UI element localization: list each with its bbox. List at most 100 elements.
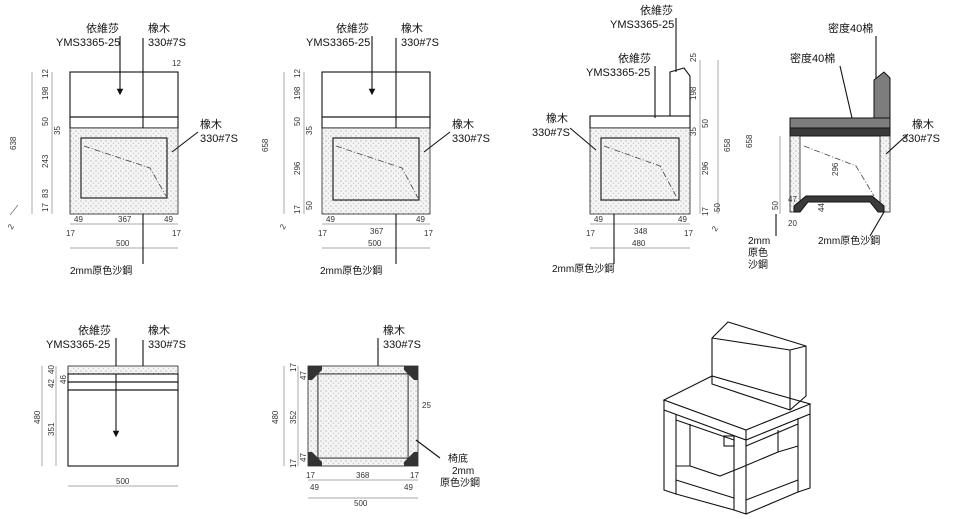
dim-367: 367 — [118, 215, 132, 224]
view-front-section-2: 依維莎 YMS3365-25 橡木 330#7S 橡木 330#7S 12 19… — [261, 21, 490, 277]
dim-49-left: 49 — [310, 483, 319, 492]
dim-17-left: 17 — [586, 229, 595, 238]
dim-20: 20 — [788, 219, 797, 228]
density-mid-leader — [839, 65, 853, 119]
wood-code-label: 330#7S — [401, 37, 439, 49]
iso-leg-front-left — [663, 410, 677, 495]
fabric-code-label: YMS3365-25 — [46, 339, 110, 351]
seat-edge-band — [67, 381, 179, 391]
iso-backrest — [711, 321, 807, 411]
dim-width-500: 500 — [116, 477, 130, 486]
dim-total-638: 638 — [9, 136, 18, 150]
iso-rail-front-inner — [675, 479, 735, 499]
dim-width-480: 480 — [632, 239, 646, 248]
dim-corner-2: 2 — [710, 224, 720, 233]
view-front-section-1: 依維莎 YMS3365-25 橡木 330#7S 橡木 330#7S 12 19… — [6, 21, 238, 277]
view-isometric-chair — [662, 321, 812, 515]
dim-17-right: 17 — [410, 471, 419, 480]
seat-cushion — [69, 116, 179, 129]
dim-296: 296 — [831, 162, 840, 176]
side-wood-code-label: 330#7S — [452, 133, 490, 145]
dim-368: 368 — [356, 471, 370, 480]
steel-label: 2mm原色沙鋼 — [320, 264, 382, 277]
wood-name-label: 橡木 — [401, 22, 423, 35]
diagonal-brace — [83, 145, 167, 197]
dim-348: 348 — [634, 227, 648, 236]
back-cushion-band — [67, 373, 179, 383]
frame-opening — [600, 137, 680, 201]
dim-25: 25 — [422, 401, 431, 410]
side-wood-name-label: 橡木 — [452, 118, 474, 131]
iso-inner-rails — [676, 445, 799, 467]
steel-label: 2mm原色沙鋼 — [70, 264, 132, 277]
dim-width-500: 500 — [354, 499, 368, 508]
dim-total-480: 480 — [271, 410, 280, 424]
fabric-code-label: YMS3365-25 — [586, 67, 650, 79]
dim-198: 198 — [293, 86, 302, 100]
dim-83: 83 — [41, 189, 50, 198]
dim-top-right-12: 12 — [172, 59, 181, 68]
dim-17-right: 17 — [424, 229, 433, 238]
base-label-1: 椅底 — [448, 452, 468, 465]
dim-44: 44 — [817, 203, 826, 212]
dim-17-right: 17 — [172, 229, 181, 238]
dim-46: 46 — [59, 375, 68, 384]
wood-frame — [69, 127, 179, 215]
base-leader — [415, 439, 441, 459]
dim-198: 198 — [689, 86, 698, 100]
iso-rail-right — [745, 491, 799, 515]
steel-label: 2mm原色沙鋼 — [552, 262, 614, 275]
seat-cushion — [589, 115, 691, 129]
steel-left-line2: 原色 — [748, 246, 768, 259]
dim-17-bottom: 17 — [289, 459, 298, 468]
wood-code-label: 330#7S — [902, 133, 940, 145]
iso-leg-back-right — [797, 414, 811, 493]
seat-foam — [789, 117, 891, 129]
side-wood-name-label: 橡木 — [200, 118, 222, 131]
iso-backrest-edge — [789, 345, 807, 351]
dim-50: 50 — [701, 119, 710, 128]
iso-joint-block — [723, 435, 735, 447]
diagonal-brace — [335, 145, 419, 199]
right-leg — [879, 135, 891, 213]
dim-47-top: 47 — [299, 371, 308, 380]
corner-bracket-bl — [308, 452, 322, 466]
dim-50-lower: 50 — [305, 201, 314, 210]
dim-12: 12 — [41, 69, 50, 78]
back-cushion — [69, 71, 179, 118]
wood-name-label: 橡木 — [383, 324, 405, 337]
dim-total-658: 658 — [745, 134, 754, 148]
dim-25: 25 — [689, 53, 698, 62]
base-label-3: 原色沙鋼 — [440, 476, 480, 489]
wood-code-label: 330#7S — [532, 127, 570, 139]
iso-backrest-top — [711, 337, 791, 351]
dim-352: 352 — [289, 410, 298, 424]
dim-17-left: 17 — [318, 229, 327, 238]
dim-49-right: 49 — [416, 215, 425, 224]
dim-total-658: 658 — [723, 138, 732, 152]
steel-right-label: 2mm原色沙鋼 — [818, 234, 880, 247]
dim-243: 243 — [41, 154, 50, 168]
iso-rail-right-inner — [745, 479, 799, 501]
dim-49-right: 49 — [404, 483, 413, 492]
dim-17-top: 17 — [289, 363, 298, 372]
dim-17: 17 — [701, 207, 710, 216]
view-top-cushion: 依維莎 YMS3365-25 橡木 330#7S 40 42 46 351 48… — [33, 323, 186, 487]
diagonal-brace — [603, 145, 677, 197]
density-top-label: 密度40棉 — [828, 21, 873, 35]
dim-296: 296 — [701, 161, 710, 175]
dim-width-500: 500 — [368, 239, 382, 248]
fabric-name-label: 依維莎 — [618, 51, 651, 65]
iso-seat-top — [662, 375, 812, 431]
steel-left-line3: 沙鋼 — [748, 258, 768, 271]
dim-17-left: 17 — [306, 471, 315, 480]
side-wood-leader — [423, 131, 451, 153]
corner-bracket-br — [404, 452, 418, 466]
dim-49-right: 49 — [164, 215, 173, 224]
dim-296: 296 — [293, 161, 302, 175]
dim-width-500: 500 — [116, 239, 130, 248]
wood-name-label: 橡木 — [148, 324, 170, 337]
fabric-name-top-label: 依維莎 — [640, 3, 673, 17]
backrest-cushion — [669, 67, 691, 117]
